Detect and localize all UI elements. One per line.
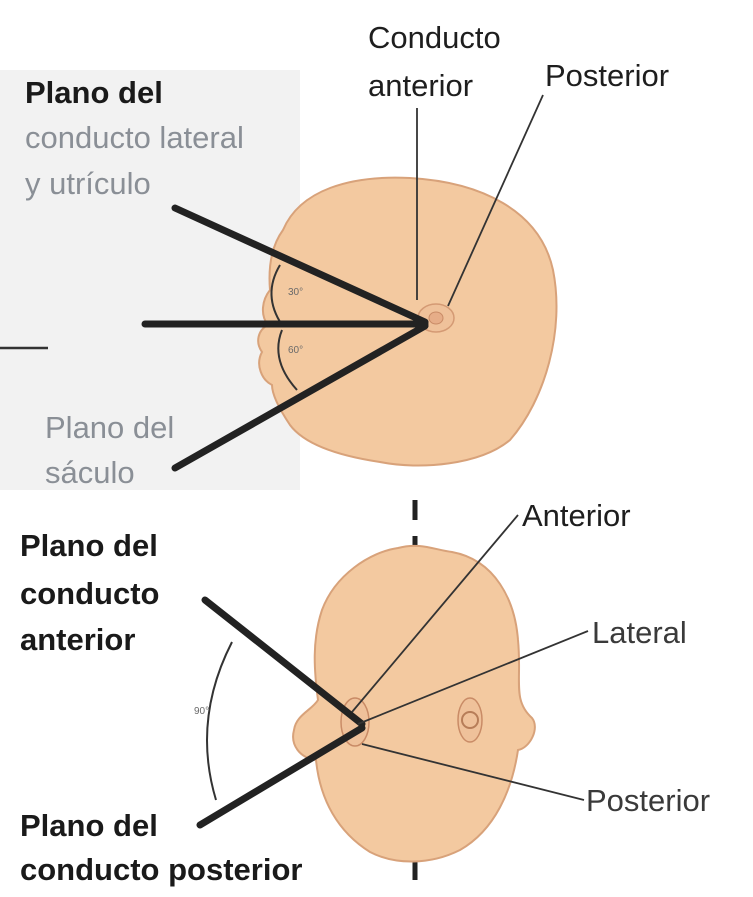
label-anterior-canal: anterior: [368, 68, 473, 104]
ear-canal-lateral: [429, 312, 443, 324]
label-lateral-plane-line3: y utrículo: [25, 166, 151, 202]
label-posterior-plane-line2: conducto posterior: [20, 852, 302, 888]
angle-label-90: 90°: [194, 706, 209, 717]
label-saccule-plane-title: Plano del: [45, 410, 174, 446]
label-anterior-plane-line3: anterior: [20, 622, 135, 658]
label-anterior-plane-title: Plano del: [20, 528, 158, 564]
label-posterior-canal: Posterior: [545, 58, 669, 94]
angle-label-lower: 60°: [288, 345, 303, 356]
label-lateral: Lateral: [592, 615, 687, 651]
angle-arc-90: [207, 642, 232, 800]
label-saccule-plane-line2: sáculo: [45, 455, 135, 491]
label-anterior-plane-line2: conducto: [20, 576, 160, 612]
angle-label-upper: 30°: [288, 287, 303, 298]
label-conducto: Conducto: [368, 20, 501, 56]
label-lateral-plane-line2: conducto lateral: [25, 120, 244, 156]
label-anterior: Anterior: [522, 498, 631, 534]
label-posterior-plane-title: Plano del: [20, 808, 158, 844]
head-top-view: [293, 546, 535, 862]
label-posterior: Posterior: [586, 783, 710, 819]
label-lateral-plane-title: Plano del: [25, 75, 163, 111]
